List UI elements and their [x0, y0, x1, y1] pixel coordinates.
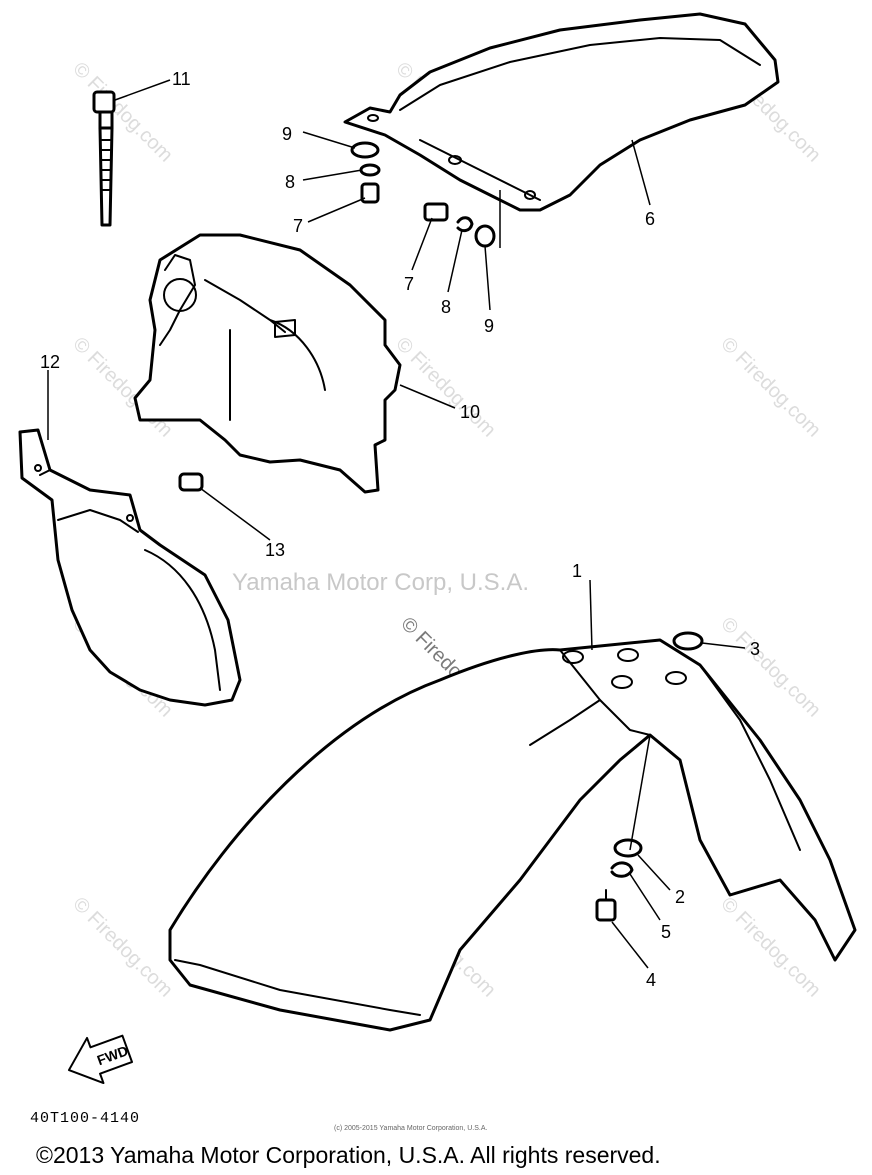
bolt-7b — [423, 202, 449, 222]
callouts: 11 9 8 7 7 8 9 6 10 12 13 1 3 2 5 4 — [40, 69, 760, 990]
diagram-code: 40T100-4140 — [30, 1110, 140, 1127]
callout-8b: 8 — [441, 297, 451, 317]
bolt-7a — [360, 182, 380, 204]
callout-7b: 7 — [404, 274, 414, 294]
callout-10: 10 — [460, 402, 480, 422]
fwd-arrow: FWD — [67, 1034, 133, 1085]
watermark-firedog: © Firedog.com — [391, 333, 500, 442]
mud-flap — [18, 428, 242, 707]
cable-tie — [92, 90, 116, 227]
watermark-firedog: © Firedog.com — [68, 58, 177, 167]
front-fender — [168, 638, 857, 1032]
callout-13: 13 — [265, 540, 285, 560]
bolt-13 — [178, 472, 204, 492]
rear-fender — [343, 12, 780, 212]
callout-1: 1 — [572, 561, 582, 581]
washer-9b — [474, 224, 496, 248]
watermark-yamaha-center: Yamaha Motor Corp, U.S.A. — [232, 569, 529, 596]
nut-3 — [672, 631, 704, 651]
callout-5: 5 — [661, 922, 671, 942]
callout-6: 6 — [645, 209, 655, 229]
washer-9a — [350, 141, 380, 159]
watermark-firedog: © Firedog.com — [68, 893, 177, 1002]
watermark-firedog: © Firedog.com — [716, 333, 825, 442]
callout-8a: 8 — [285, 172, 295, 192]
callout-7a: 7 — [293, 216, 303, 236]
bolt-4 — [595, 898, 617, 922]
callout-3: 3 — [750, 639, 760, 659]
callout-4: 4 — [646, 970, 656, 990]
callout-2: 2 — [675, 887, 685, 907]
callout-12: 12 — [40, 352, 60, 372]
leader-lines — [47, 79, 746, 969]
washer-2 — [613, 838, 643, 858]
lock-washer-8a — [359, 163, 381, 177]
hardware — [178, 141, 704, 922]
callout-9a: 9 — [282, 124, 292, 144]
inner-guard — [133, 233, 402, 494]
lock-washer-5 — [610, 861, 634, 878]
callout-9b: 9 — [484, 316, 494, 336]
footer-copyright: ©2013 Yamaha Motor Corporation, U.S.A. A… — [36, 1142, 661, 1168]
lock-washer-8b — [456, 216, 474, 233]
small-copyright: (c) 2005-2015 Yamaha Motor Corporation, … — [334, 1125, 487, 1132]
callout-11: 11 — [172, 69, 191, 89]
